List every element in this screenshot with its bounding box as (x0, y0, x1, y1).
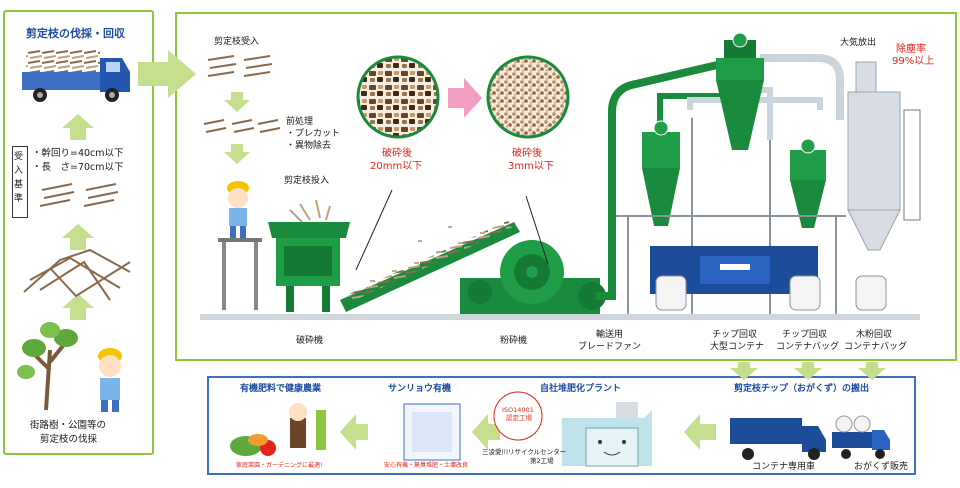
left-panel-up-arrows (62, 114, 94, 320)
pulverizer-label: 粉砕機 (500, 336, 528, 346)
chip-bag-line1: チップ回収 (782, 330, 828, 340)
source-line-2: 剪定枝の伐採 (40, 434, 98, 445)
dust-removal-line1: 除塵率 (896, 44, 926, 55)
crusher-machine (268, 199, 350, 312)
crushed-3-line1: 破砕後 (512, 148, 542, 159)
atmosphere-label: 大気放出 (840, 38, 877, 48)
truck1-label: コンテナ専用車 (752, 462, 816, 472)
criteria-line-girth: ・幹回り=40cm以下 (32, 148, 124, 159)
plant-floor (200, 314, 920, 320)
fan-label-line2: ブレードファン (578, 342, 642, 352)
trucks-bottom (730, 415, 890, 460)
branch-bundles (39, 183, 119, 207)
receive-label: 剪定枝受入 (214, 37, 260, 47)
bottom-flow-arrows (340, 414, 716, 450)
received-bundles (203, 55, 281, 133)
farming-subtitle: 家庭菜園・ガーデニングに最適! (236, 462, 323, 469)
bag-filter (847, 61, 921, 251)
pretreat-title: 前処理 (286, 117, 314, 127)
criteria-box (12, 146, 28, 218)
export-down-arrows (730, 362, 886, 380)
left-panel-title: 剪定枝の伐採・回収 (26, 27, 125, 40)
container-bags (655, 275, 887, 311)
chip-large-line1: チップ回収 (712, 330, 758, 340)
crushed-20-line2: 20mm以下 (370, 161, 423, 172)
chip-bag-line2: コンテナバッグ (776, 342, 840, 352)
compost-title: 自社堆肥化プラント (540, 384, 622, 394)
iso-badge (493, 391, 543, 441)
export-title: 剪定枝チップ（おがくず）の搬出 (734, 384, 870, 394)
plant-down-arrows (224, 92, 250, 164)
dust-removal-line2: 99%以上 (892, 56, 935, 67)
chips-20mm-circle (356, 55, 440, 139)
farming-illustration (230, 403, 326, 456)
flow-arrow-into-plant (138, 50, 196, 98)
iso-line1: ISO14001 (502, 406, 534, 414)
conveyor-belt (340, 220, 520, 312)
pretreat-foreign: ・異物除去 (286, 141, 332, 151)
left-truck-illustration (22, 50, 130, 102)
product-subtitle: 安心有機・無臭堆肥・土壌改良 (384, 462, 469, 469)
farming-title: 有機肥料で健康農業 (240, 384, 322, 394)
criteria-line-length: ・長 さ=70cm以下 (32, 162, 124, 173)
fan-label-line1: 輸送用 (596, 330, 624, 340)
recycle-center-line1: 三凌愛川リサイクルセンター (482, 448, 567, 456)
wood-bag-line1: 木粉回収 (856, 330, 893, 340)
street-tree (17, 322, 78, 411)
recycle-center-line2: 第2工場 (530, 457, 554, 465)
wood-bag-line2: コンテナバッグ (844, 342, 908, 352)
worker-platform (218, 181, 262, 310)
source-line-1: 街路樹・公園等の (30, 420, 107, 431)
branch-pile (23, 248, 131, 301)
cyclone-left (642, 120, 680, 226)
crusher-label: 破砕機 (296, 336, 324, 346)
chips-3mm-circle (486, 55, 570, 139)
iso-line2: 認定工場 (506, 414, 532, 422)
fertilizer-bag (403, 403, 461, 461)
input-label: 剪定枝投入 (284, 176, 330, 186)
truck2-label: おがくず販売 (854, 462, 909, 472)
cyclone-main (716, 32, 764, 150)
worker-left (98, 348, 122, 412)
pink-arrow (448, 78, 482, 118)
crushed-3-line2: 3mm以下 (508, 161, 554, 172)
compost-plant-building (562, 402, 652, 467)
chip-large-line2: 大型コンテナ (710, 342, 765, 352)
criteria-label: 受入基準 (14, 152, 24, 204)
crushed-20-line1: 破砕後 (382, 148, 412, 159)
pretreat-precut: ・プレカット (286, 129, 341, 139)
product-title: サンリョウ有機 (388, 384, 452, 394)
pulverizer-machine (460, 240, 606, 314)
